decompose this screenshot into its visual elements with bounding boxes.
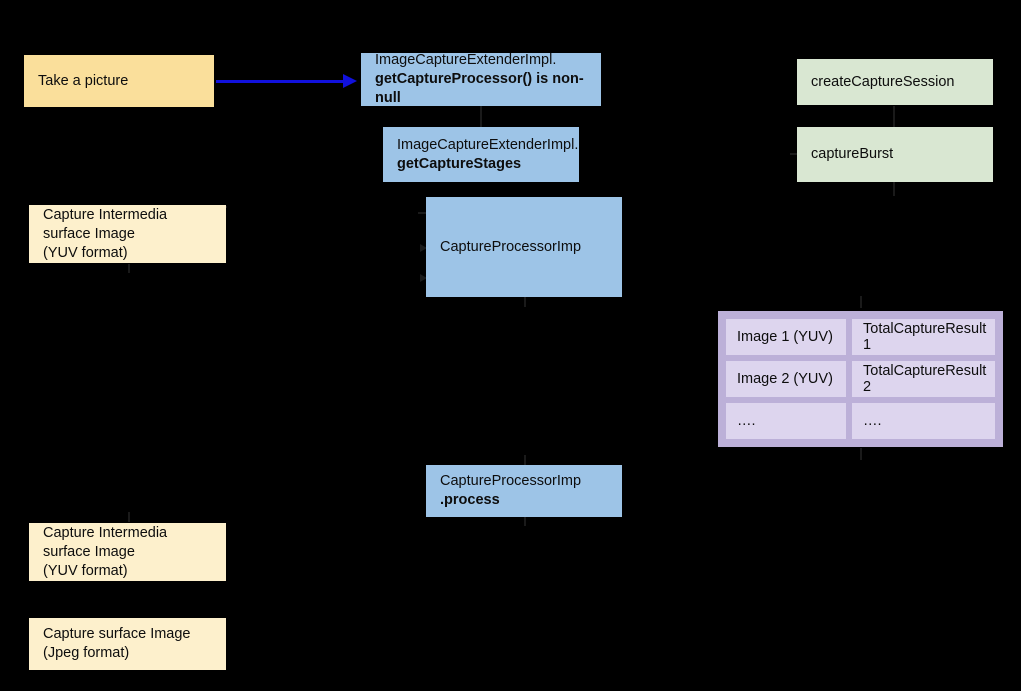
node-capture-surface-jpeg[interactable]: Capture surface Image (Jpeg format) xyxy=(29,618,226,670)
node-capture-burst-label: captureBurst xyxy=(811,146,894,162)
results-table-column-capture-results: TotalCaptureResult 1 TotalCaptureResult … xyxy=(852,319,995,439)
connector-above-capture-processor-process xyxy=(524,455,526,465)
arrow-take-picture-to-get-capture-processor-line xyxy=(216,80,344,83)
node-intermediate-surface-bottom-line-3: (YUV format) xyxy=(43,562,128,579)
arrow-take-picture-to-get-capture-processor-head xyxy=(343,74,357,88)
node-capture-surface-jpeg-line-2: (Jpeg format) xyxy=(43,645,130,661)
connector-create-capture-session-to-capture-burst xyxy=(893,106,895,128)
arrowhead-into-capture-processor-imp-2 xyxy=(420,244,427,252)
node-get-capture-stages-line-2: getCaptureStages xyxy=(397,155,522,172)
node-capture-processor-imp[interactable]: CaptureProcessorImp xyxy=(426,197,622,297)
results-table: Image 1 (YUV) Image 2 (YUV) …. TotalCapt… xyxy=(718,311,1003,447)
connector-above-intermediate-surface-bottom xyxy=(128,512,130,522)
results-table-cell-image-more[interactable]: …. xyxy=(726,403,846,439)
node-intermediate-surface-bottom-line-2: surface Image xyxy=(43,543,135,560)
node-intermediate-surface-top-line-3: (YUV format) xyxy=(43,244,128,261)
node-intermediate-surface-bottom[interactable]: Capture Intermedia surface Image (YUV fo… xyxy=(29,523,226,581)
node-capture-processor-process[interactable]: CaptureProcessorImp .process xyxy=(426,465,622,517)
node-take-a-picture[interactable]: Take a picture xyxy=(24,55,214,107)
connector-into-capture-burst xyxy=(790,153,799,155)
node-capture-processor-process-line-1: CaptureProcessorImp xyxy=(440,473,582,489)
connector-into-capture-processor-imp-1 xyxy=(418,212,428,214)
node-capture-processor-process-line-2: .process xyxy=(440,492,500,508)
node-get-capture-processor-line-2: getCaptureProcessor() is non-null xyxy=(375,71,584,106)
node-intermediate-surface-top-line-1: Capture Intermedia xyxy=(43,206,168,223)
node-intermediate-surface-bottom-line-1: Capture Intermedia xyxy=(43,524,168,541)
connector-get-capture-processor-to-get-capture-stages xyxy=(480,106,482,128)
node-capture-processor-imp-label: CaptureProcessorImp xyxy=(440,238,582,255)
node-get-capture-processor[interactable]: ImageCaptureExtenderImpl. getCaptureProc… xyxy=(361,52,601,106)
connector-into-results-table xyxy=(860,296,862,308)
results-table-cell-image-1[interactable]: Image 1 (YUV) xyxy=(726,319,846,355)
connector-below-capture-processor-imp xyxy=(524,297,526,307)
node-create-capture-session[interactable]: createCaptureSession xyxy=(797,59,993,105)
results-table-cell-image-2[interactable]: Image 2 (YUV) xyxy=(726,361,846,397)
node-capture-surface-jpeg-line-1: Capture surface Image xyxy=(43,626,191,642)
node-intermediate-surface-top-line-2: surface Image xyxy=(43,225,135,242)
results-table-column-images: Image 1 (YUV) Image 2 (YUV) …. xyxy=(726,319,846,439)
connector-below-capture-processor-process xyxy=(524,516,526,526)
node-take-a-picture-label: Take a picture xyxy=(38,72,129,89)
node-capture-burst[interactable]: captureBurst xyxy=(797,127,993,182)
results-table-cell-total-capture-result-more[interactable]: …. xyxy=(852,403,995,439)
node-get-capture-processor-line-1: ImageCaptureExtenderImpl. xyxy=(375,52,557,68)
node-get-capture-stages[interactable]: ImageCaptureExtenderImpl. getCaptureStag… xyxy=(383,127,579,182)
node-create-capture-session-label: createCaptureSession xyxy=(811,73,955,90)
node-get-capture-stages-line-1: ImageCaptureExtenderImpl. xyxy=(397,136,579,153)
results-table-cell-total-capture-result-2[interactable]: TotalCaptureResult 2 xyxy=(852,361,995,397)
connector-capture-burst-down xyxy=(893,182,895,196)
connector-out-of-results-table xyxy=(860,448,862,460)
node-intermediate-surface-top[interactable]: Capture Intermedia surface Image (YUV fo… xyxy=(29,205,226,263)
arrowhead-into-capture-processor-imp-3 xyxy=(420,274,427,282)
results-table-cell-total-capture-result-1[interactable]: TotalCaptureResult 1 xyxy=(852,319,995,355)
connector-below-intermediate-surface-top xyxy=(128,264,130,273)
